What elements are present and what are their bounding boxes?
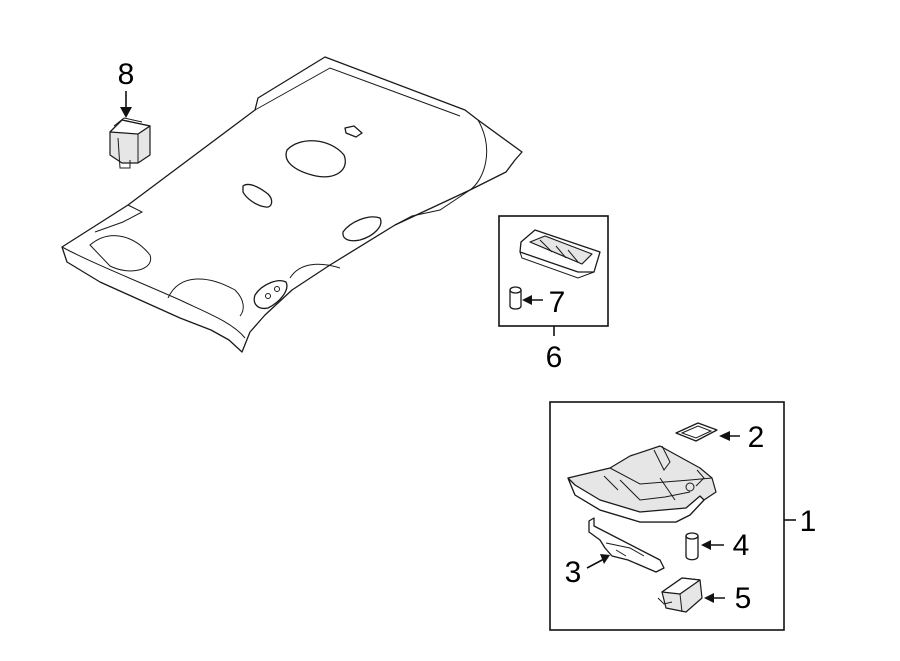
lens-part-2 — [675, 422, 718, 442]
callout-5: 5 — [735, 582, 752, 615]
callout-8: 8 — [118, 58, 135, 91]
arrow-5 — [704, 593, 714, 603]
bracket-part-3 — [588, 517, 665, 573]
arrow-3 — [600, 554, 610, 564]
headliner-clip-opening — [344, 125, 363, 138]
headliner-vent-opening — [242, 183, 273, 208]
callout-7: 7 — [549, 286, 566, 319]
arrow-2 — [719, 431, 730, 441]
leader-3 — [586, 558, 605, 569]
headliner-console-opening — [285, 140, 346, 178]
headliner-handle-opening — [342, 216, 382, 242]
callout-2: 2 — [748, 421, 765, 454]
callout-6: 6 — [546, 341, 563, 374]
arrow-4 — [701, 540, 711, 550]
callout-4: 4 — [733, 529, 750, 562]
group-1-frame — [549, 401, 785, 631]
arrow-8 — [120, 107, 132, 118]
bulb-part-4 — [685, 532, 699, 561]
headliner-panel — [61, 56, 523, 353]
callout-3: 3 — [565, 556, 582, 589]
arrow-7 — [522, 295, 532, 305]
bulb-part-7 — [509, 286, 522, 310]
module-part-8 — [109, 117, 151, 169]
module-part-5 — [657, 577, 703, 613]
callout-1: 1 — [800, 505, 817, 538]
console-part-6 — [519, 229, 601, 279]
lamp-housing-part-1 — [567, 445, 717, 523]
